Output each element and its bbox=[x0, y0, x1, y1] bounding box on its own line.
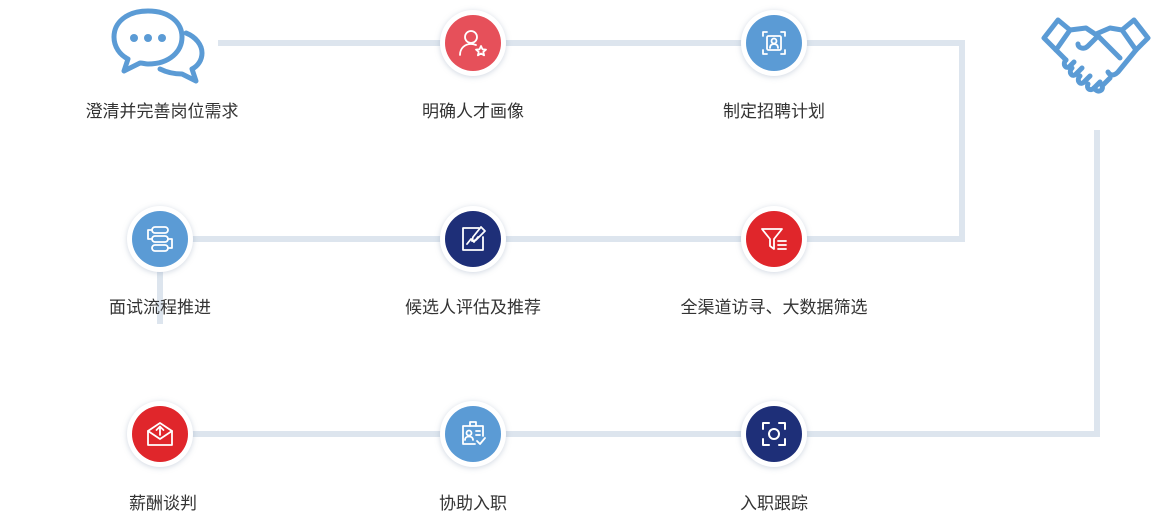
process-flow-icon bbox=[147, 226, 173, 252]
step-9-label: 入职跟踪 bbox=[740, 494, 808, 514]
step-10 bbox=[1040, 12, 1152, 104]
step-4-label: 全渠道访寻、大数据筛选 bbox=[680, 298, 868, 318]
step-3-label: 制定招聘计划 bbox=[723, 102, 825, 122]
user-star-icon bbox=[459, 30, 487, 57]
step-8 bbox=[440, 401, 506, 467]
handshake-icon bbox=[1041, 17, 1151, 94]
step-7-label: 薪酬谈判 bbox=[129, 494, 197, 514]
filter-icon bbox=[761, 228, 787, 250]
chat-bubbles-icon bbox=[111, 8, 205, 84]
step-6 bbox=[127, 206, 193, 272]
step-8-label: 协助入职 bbox=[439, 494, 507, 514]
scan-focus-icon bbox=[762, 422, 786, 446]
step-9 bbox=[741, 401, 807, 467]
envelope-upload-icon bbox=[147, 422, 173, 446]
step-1-label: 澄清并完善岗位需求 bbox=[85, 102, 239, 122]
step-5 bbox=[440, 206, 506, 272]
step-2-label: 明确人才画像 bbox=[422, 102, 524, 122]
step-4 bbox=[741, 206, 807, 272]
id-card-check-icon bbox=[462, 421, 486, 445]
step-5-label: 候选人评估及推荐 bbox=[405, 298, 541, 318]
connector-path-2 bbox=[160, 130, 1100, 437]
step-6-label: 面试流程推进 bbox=[109, 298, 211, 318]
step-2 bbox=[440, 10, 506, 76]
id-badge-icon bbox=[762, 31, 786, 55]
step-3 bbox=[741, 10, 807, 76]
edit-chart-icon bbox=[462, 226, 486, 251]
connector-path-1 bbox=[157, 40, 965, 324]
step-7 bbox=[127, 401, 193, 467]
step-1 bbox=[108, 5, 208, 85]
